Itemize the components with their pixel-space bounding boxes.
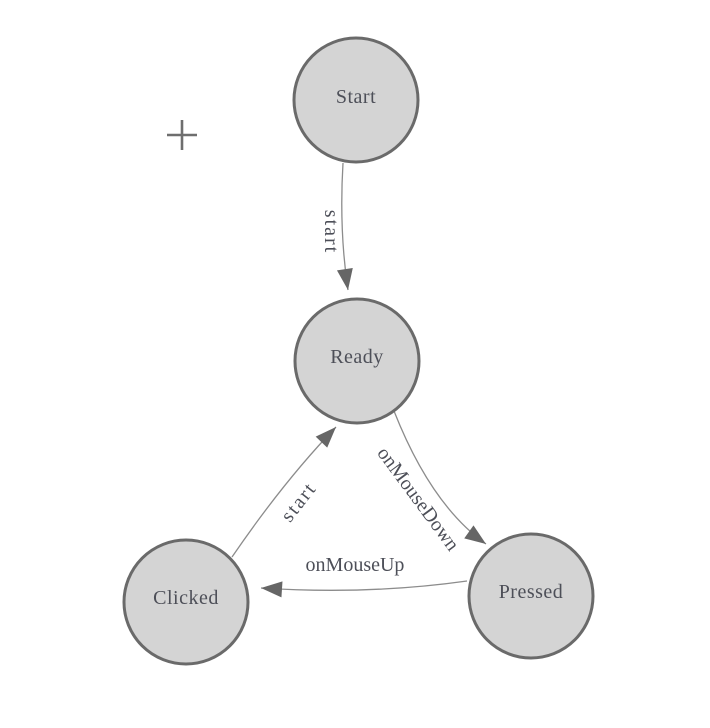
edge-pressed-to-clicked-line[interactable] <box>260 580 468 598</box>
edge-label-onmousedown: onMouseDown <box>372 443 463 555</box>
node-clicked-circle[interactable] <box>122 538 250 666</box>
node-ready-label: Ready <box>330 346 384 368</box>
edge-start-to-ready[interactable]: start <box>320 162 353 291</box>
node-start-label: Start <box>336 86 376 108</box>
edge-ready-to-pressed[interactable]: onMouseDown <box>372 410 487 555</box>
edge-label-start-bottom: start <box>277 478 322 527</box>
edge-start-to-ready-line[interactable] <box>336 162 353 291</box>
edge-clicked-to-ready[interactable]: start <box>231 426 337 558</box>
node-clicked-label: Clicked <box>153 587 219 609</box>
node-start-circle[interactable] <box>292 36 420 164</box>
edge-label-start-top: start <box>320 210 342 254</box>
node-pressed-label: Pressed <box>499 581 564 603</box>
edge-ready-to-pressed-line[interactable] <box>393 410 487 545</box>
node-ready[interactable]: Ready <box>293 297 421 425</box>
edge-label-onmouseup: onMouseUp <box>306 554 405 576</box>
node-start[interactable]: Start <box>292 36 420 164</box>
edge-clicked-to-ready-line[interactable] <box>231 426 337 558</box>
edge-pressed-to-clicked[interactable]: onMouseUp <box>260 554 468 598</box>
node-pressed-circle[interactable] <box>467 532 595 660</box>
node-pressed[interactable]: Pressed <box>467 532 595 660</box>
crosshair-icon <box>167 120 197 150</box>
node-ready-circle[interactable] <box>293 297 421 425</box>
node-clicked[interactable]: Clicked <box>122 538 250 666</box>
